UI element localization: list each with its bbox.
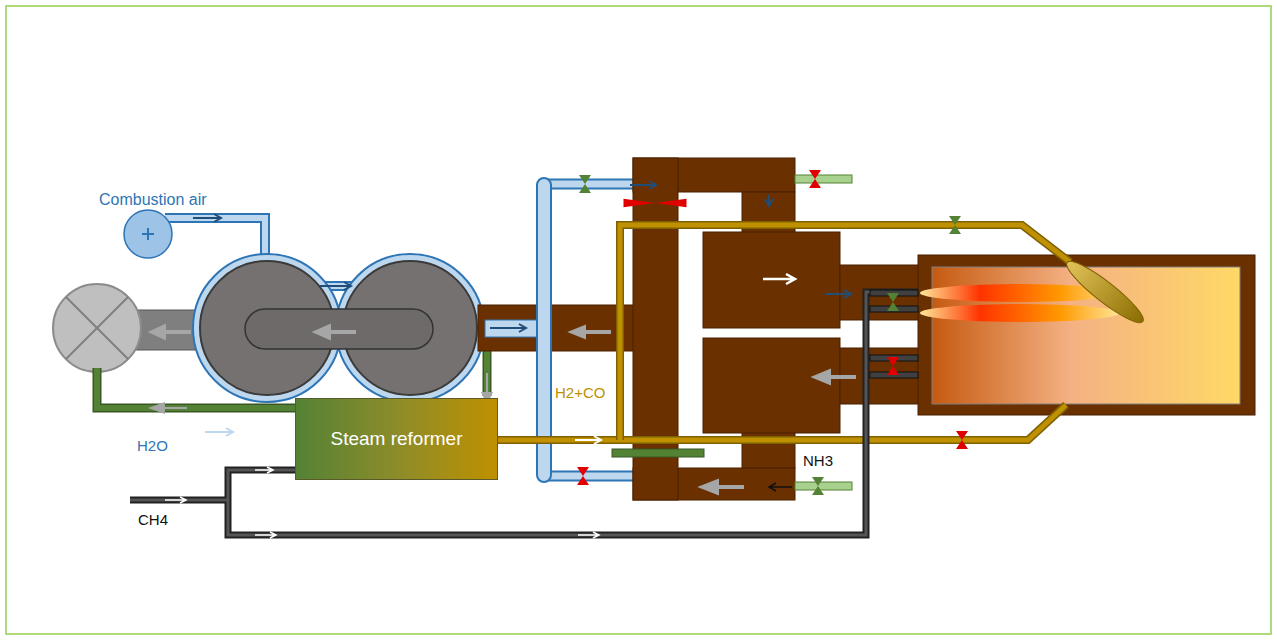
flue-gas-line (97, 368, 295, 408)
air-blower (124, 210, 172, 258)
regenerator (193, 254, 484, 402)
injection-pipe (870, 290, 918, 378)
valve (887, 357, 899, 375)
methane-line (130, 292, 918, 535)
flow-label: Combustion air (99, 191, 207, 209)
valve (887, 293, 899, 311)
air-blower (124, 210, 172, 258)
flow-arrow (769, 483, 792, 491)
flow-arrow (765, 195, 773, 206)
air-blower (142, 228, 154, 240)
valve-stem (795, 175, 852, 183)
reversing-distributor (840, 265, 920, 320)
flow-arrow (148, 402, 187, 414)
reversing-distributor (703, 232, 840, 328)
flow-arrow (570, 326, 610, 338)
furnace (918, 255, 1255, 415)
flow-arrow (630, 181, 656, 189)
exhaust-fan (66, 297, 128, 359)
flow-arrow (205, 428, 233, 436)
valve-stem (795, 482, 852, 490)
regenerator (245, 309, 433, 349)
valve (624, 199, 687, 207)
syngas-line (498, 405, 1066, 440)
syngas-line (620, 225, 1070, 440)
exhaust-fan (53, 284, 210, 372)
burner (1061, 255, 1149, 330)
hot-air-duct (478, 305, 634, 351)
flame (920, 304, 1120, 322)
methane-line (130, 292, 918, 535)
flow-arrow (570, 331, 610, 332)
valve (949, 216, 961, 234)
valve (624, 199, 687, 207)
node-label: Steam reformer (331, 428, 463, 450)
flow-arrow (320, 282, 351, 290)
flow-arrow (826, 290, 851, 298)
burner (1061, 255, 1149, 330)
flow-label: H2+CO (555, 384, 605, 401)
methane-line (130, 292, 918, 535)
exhaust-fan (66, 297, 128, 359)
valve (626, 449, 689, 456)
flow-arrow (150, 325, 190, 339)
valve-stem (612, 449, 704, 457)
valve (956, 431, 968, 449)
syngas-line (498, 225, 1070, 440)
flow-label: NH3 (803, 452, 833, 469)
furnace (918, 255, 1255, 415)
process-box: Steam reformer (295, 398, 498, 480)
flow-arrow (763, 274, 795, 284)
flow-arrow (575, 436, 601, 444)
valve (812, 477, 824, 495)
frame (6, 6, 1271, 634)
valve (577, 467, 589, 485)
reversing-distributor (703, 338, 840, 433)
valve-stem (612, 175, 852, 490)
flow-arrow (490, 324, 526, 332)
flow-arrow (314, 325, 355, 339)
flow-arrow (813, 370, 855, 384)
valve (577, 170, 968, 495)
exhaust-fan (53, 284, 141, 372)
valve (579, 175, 591, 193)
flow-arrow (700, 480, 743, 494)
valve (626, 449, 689, 456)
syngas-line (620, 225, 1070, 440)
flow-arrow (148, 181, 855, 538)
flow-arrow (193, 214, 221, 222)
flow-label: H2O (137, 437, 168, 454)
flow-label: CH4 (138, 511, 168, 528)
syngas-line (498, 405, 1066, 440)
flue-gas-line (97, 368, 295, 408)
valve (809, 170, 821, 188)
